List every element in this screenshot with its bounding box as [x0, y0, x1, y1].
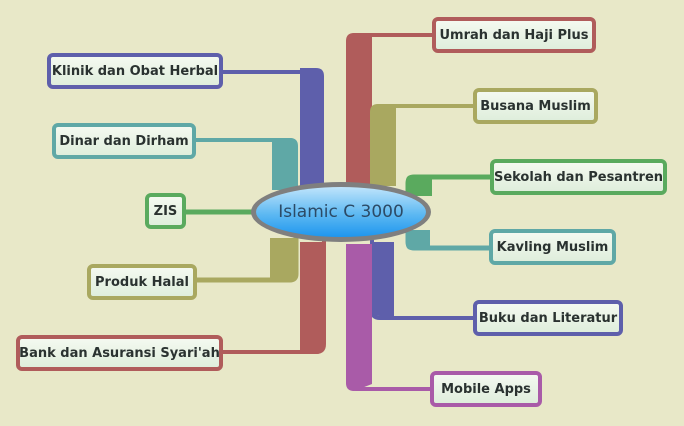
- node-label: Bank dan Asuransi Syari'ah: [19, 345, 220, 361]
- node-sekolah-dan-pesantren[interactable]: Sekolah dan Pesantren: [490, 159, 667, 195]
- central-topic[interactable]: Islamic C 3000: [251, 182, 431, 242]
- node-label: Kavling Muslim: [496, 239, 609, 255]
- node-label: Umrah dan Haji Plus: [439, 27, 589, 43]
- node-label: Buku dan Literatur: [478, 310, 618, 326]
- central-topic-label: Islamic C 3000: [278, 202, 404, 222]
- node-busana-muslim[interactable]: Busana Muslim: [473, 88, 598, 124]
- node-klinik-dan-obat-herbal[interactable]: Klinik dan Obat Herbal: [47, 53, 223, 89]
- node-bank-dan-asuransi-syariah[interactable]: Bank dan Asuransi Syari'ah: [16, 335, 223, 371]
- node-label: Mobile Apps: [441, 381, 531, 397]
- node-zis[interactable]: ZIS: [145, 193, 186, 229]
- node-label: Busana Muslim: [480, 98, 591, 114]
- node-label: Sekolah dan Pesantren: [493, 169, 664, 185]
- node-label: Dinar dan Dirham: [59, 133, 189, 149]
- node-label: Klinik dan Obat Herbal: [51, 63, 219, 79]
- node-label: ZIS: [153, 203, 178, 219]
- node-produk-halal[interactable]: Produk Halal: [87, 264, 197, 300]
- node-dinar-dan-dirham[interactable]: Dinar dan Dirham: [52, 123, 196, 159]
- node-umrah-dan-haji-plus[interactable]: Umrah dan Haji Plus: [432, 17, 596, 53]
- node-mobile-apps[interactable]: Mobile Apps: [430, 371, 542, 407]
- node-kavling-muslim[interactable]: Kavling Muslim: [489, 229, 616, 265]
- node-label: Produk Halal: [95, 274, 189, 290]
- node-buku-dan-literatur[interactable]: Buku dan Literatur: [473, 300, 623, 336]
